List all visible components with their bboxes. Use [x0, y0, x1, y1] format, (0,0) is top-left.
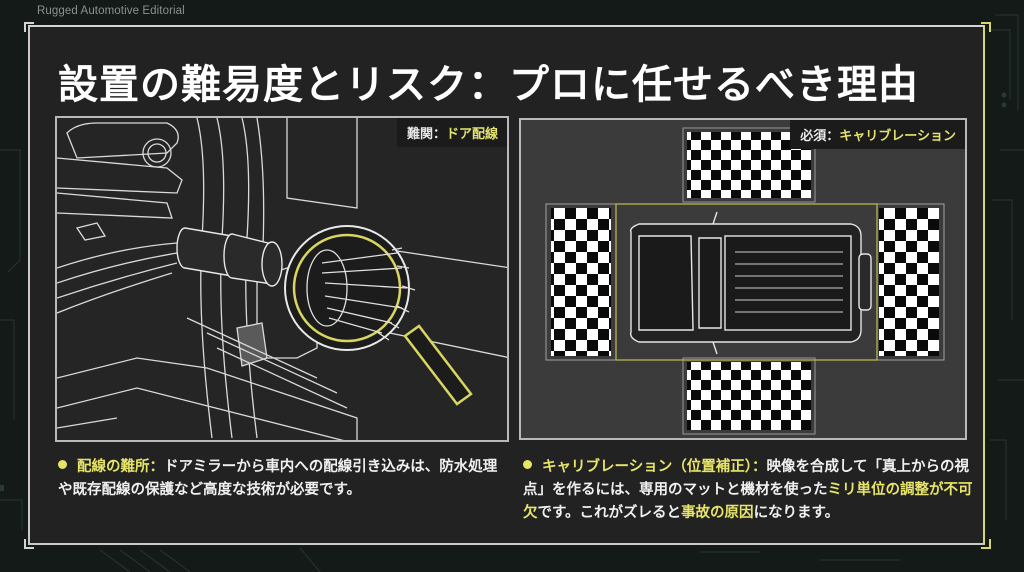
wiring-bullet: 配線の難所：ドアミラーから車内への配線引き込みは、防水処理や既存配線の保護など高… [58, 456, 498, 502]
frame-corner [981, 539, 991, 549]
bullet-highlight: 事故の原因 [681, 505, 754, 521]
calibration-panel: 必須：キャリブレーション [519, 118, 967, 440]
required-tag: 必須：キャリブレーション [790, 120, 965, 149]
calibration-bullet: キャリブレーション（位置補正）：映像を合成して「真上からの視点」を作るには、専用… [523, 456, 973, 525]
tag-value: ドア配線 [445, 127, 498, 142]
frame-corner [24, 22, 34, 32]
bullet-dot-icon [523, 460, 532, 469]
bullet-text: になります。 [753, 505, 840, 521]
brand-label: Rugged Automotive Editorial [37, 5, 185, 17]
difficulty-tag: 難関：ドア配線 [396, 118, 507, 147]
calibration-illustration [521, 120, 965, 438]
bullet-text: ドアミラーから車内への配線引き込みは、防水処理や既存配線の保護など高度な技術が必… [58, 459, 498, 498]
bullet-highlight: ミリ単位の調整が不可欠 [523, 482, 973, 521]
door-wiring-illustration [57, 118, 507, 440]
page-title: 設置の難易度とリスク：プロに任せるべき理由 [58, 62, 919, 108]
bullet-label: 配線の難所： [77, 459, 164, 475]
bullet-label: キャリブレーション（位置補正）： [542, 459, 767, 475]
tag-key: 必須： [800, 129, 840, 144]
frame-corner [981, 22, 991, 32]
bullet-text: 映像を合成して「真上からの視点」を作るには、専用のマットと機材を使った [523, 459, 970, 498]
bullet-text: です。これがズレると [537, 505, 682, 521]
tag-key: 難関： [406, 127, 446, 142]
tag-value: キャリブレーション [839, 129, 956, 144]
bullet-dot-icon [58, 460, 67, 469]
door-wiring-panel: 難関：ドア配線 [55, 116, 509, 442]
frame-corner [24, 539, 34, 549]
